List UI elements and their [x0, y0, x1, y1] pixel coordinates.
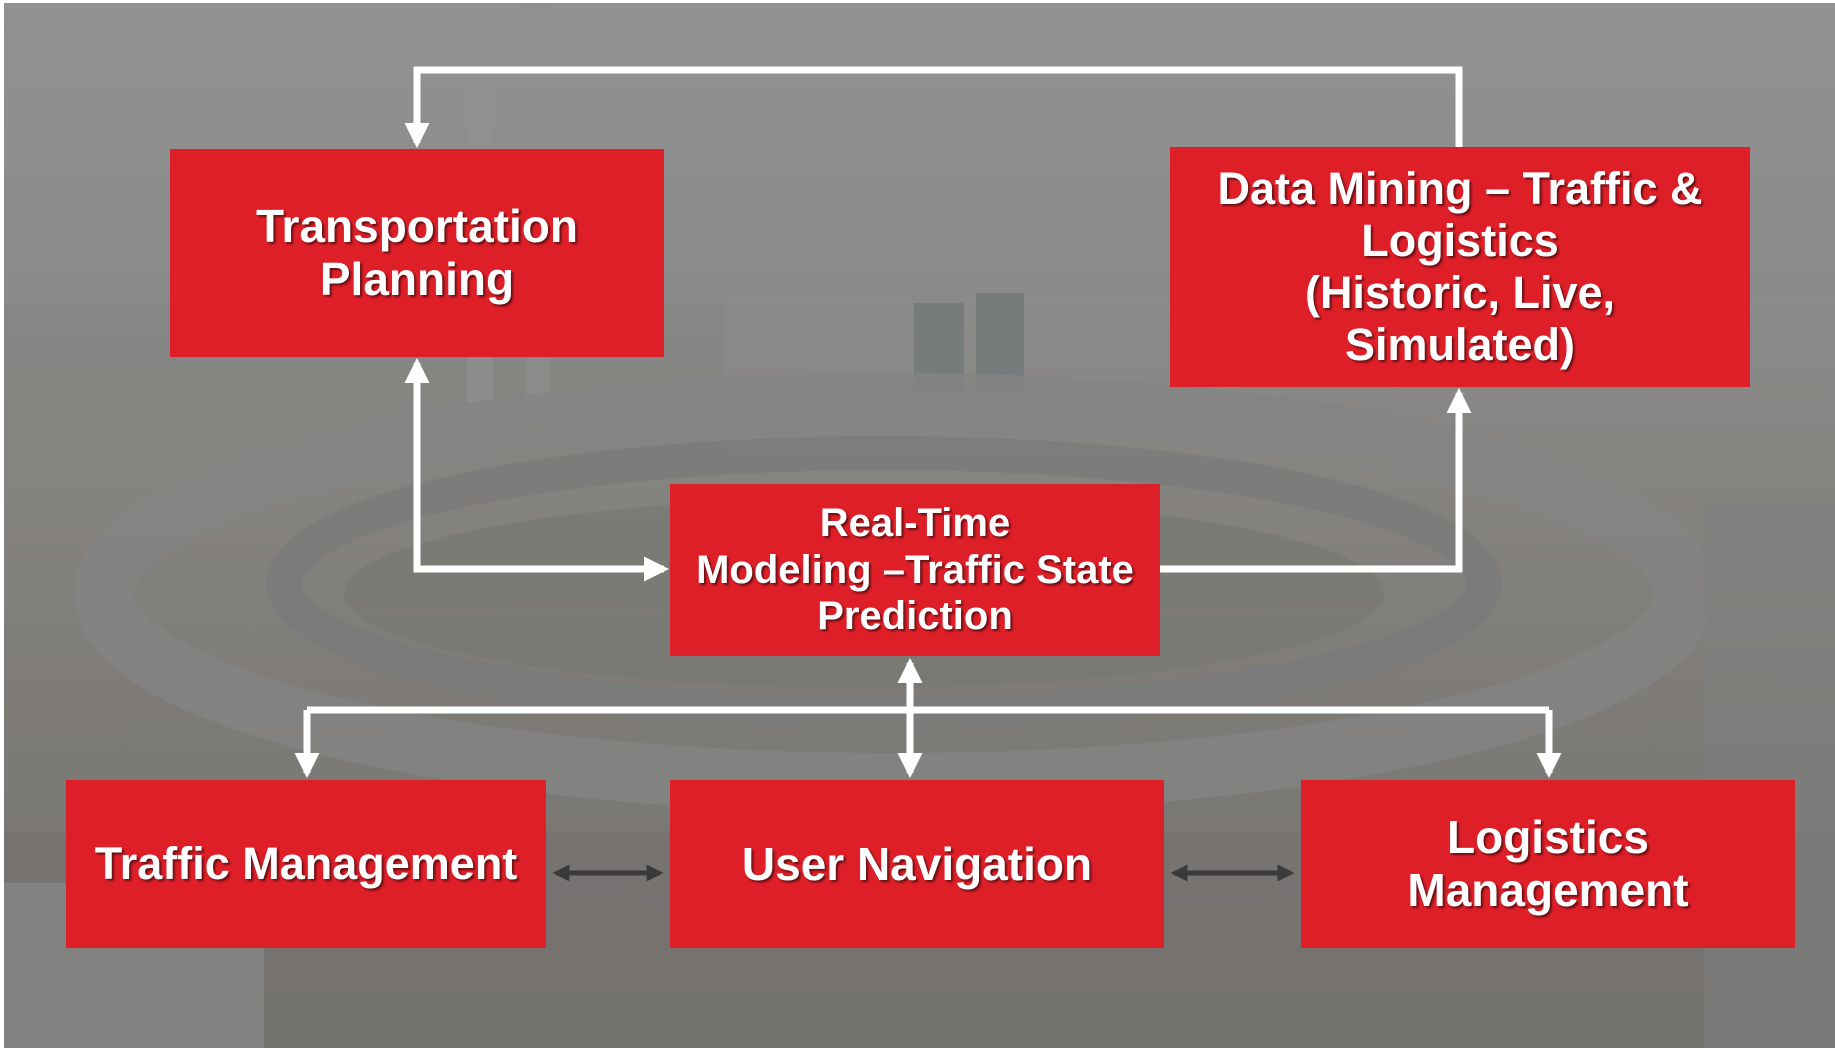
node-user-navigation: User Navigation: [670, 780, 1164, 948]
node-data-mining: Data Mining – Traffic & Logistics (Histo…: [1170, 147, 1750, 387]
foreground-building-right: [1704, 503, 1835, 1048]
node-label: Logistics Management: [1407, 811, 1689, 916]
node-realtime-modeling: Real-Time Modeling –Traffic State Predic…: [670, 484, 1160, 656]
arrow-datamining-to-planning: [404, 66, 1463, 149]
node-traffic-management: Traffic Management: [66, 780, 546, 948]
node-transportation-planning: Transportation Planning: [170, 149, 664, 357]
node-label: User Navigation: [741, 837, 1093, 890]
node-label: Traffic Management: [94, 838, 518, 890]
arrow-realtime-to-datamining: [1160, 387, 1472, 573]
node-label: Transportation Planning: [255, 200, 579, 305]
node-label: Data Mining – Traffic & Logistics (Histo…: [1217, 162, 1703, 371]
node-label: Real-Time Modeling –Traffic State Predic…: [696, 501, 1134, 639]
connectors: [294, 66, 1562, 882]
node-logistics-management: Logistics Management: [1301, 780, 1795, 948]
arrow-planning-realtime: [404, 357, 670, 582]
slide: Transportation Planning Data Mining – Tr…: [4, 3, 1835, 1048]
